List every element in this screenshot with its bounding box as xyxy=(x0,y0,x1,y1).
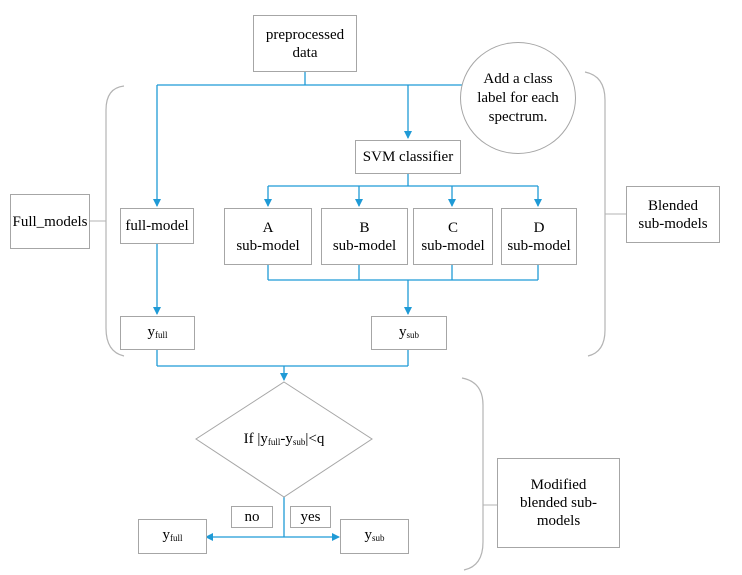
output-y-sub-box: ysub xyxy=(340,519,409,554)
decision-condition: If |yfull-ysub|<q xyxy=(214,430,354,451)
sub-model-c-letter: C xyxy=(447,219,458,236)
y-full-box: yfull xyxy=(120,316,195,350)
sub-model-c-label: sub-model xyxy=(421,237,485,254)
condition-y1: y xyxy=(260,431,268,447)
modified-bracket xyxy=(461,377,484,571)
output-y-sub-var: y xyxy=(364,527,372,543)
decision-diamond xyxy=(195,381,373,498)
sub-model-a-label: sub-model xyxy=(236,237,300,254)
full-model-label: full-model xyxy=(125,218,189,234)
y-full-text: yfull xyxy=(148,323,168,344)
y-full-var: y xyxy=(147,323,156,340)
full-models-group-box: Full_models xyxy=(10,194,90,249)
sub-model-b-label: sub-model xyxy=(332,237,397,254)
y-sub-subscript: sub xyxy=(406,329,419,340)
sub-model-b-box: B sub-model xyxy=(321,208,408,265)
sub-model-a-box: A sub-model xyxy=(224,208,312,265)
modified-group-box: Modified blended sub-models xyxy=(497,458,620,548)
output-y-full-subscript: full xyxy=(170,533,183,543)
modified-group-label: Modified blended sub-models xyxy=(519,477,598,529)
sub-model-d-letter: D xyxy=(533,219,545,236)
svm-classifier-box: SVM classifier xyxy=(355,140,461,174)
condition-suffix: |<q xyxy=(305,431,325,447)
y-sub-box: ysub xyxy=(371,316,447,350)
branch-yes-label: yes xyxy=(290,506,331,528)
condition-y2: y xyxy=(285,431,293,447)
output-y-full-box: yfull xyxy=(138,519,207,554)
output-y-sub-subscript: sub xyxy=(371,533,385,543)
condition-prefix: If | xyxy=(243,431,261,447)
class-label-note-text: Add a class label for each spectrum. xyxy=(477,70,559,125)
blended-group-box: Blended sub-models xyxy=(626,186,720,243)
condition-sub1: full xyxy=(267,437,281,447)
branch-no-label: no xyxy=(231,506,273,528)
svm-classifier-label: SVM classifier xyxy=(362,149,454,165)
blended-bracket xyxy=(584,71,606,357)
condition-dash: - xyxy=(280,431,286,447)
full-model-box: full-model xyxy=(120,208,194,244)
preprocessed-data-box: preprocessed data xyxy=(253,15,357,72)
class-label-note: Add a class label for each spectrum. xyxy=(460,42,576,154)
sub-model-b-letter: B xyxy=(359,219,370,236)
output-y-full-var: y xyxy=(162,527,171,543)
branch-no-text: no xyxy=(244,509,260,525)
sub-model-c-box: C sub-model xyxy=(413,208,493,265)
preprocessed-data-label: preprocessed data xyxy=(265,26,345,61)
y-sub-text: ysub xyxy=(399,323,419,344)
sub-model-d-box: D sub-model xyxy=(501,208,577,265)
y-sub-var: y xyxy=(398,323,407,340)
condition-sub2: sub xyxy=(292,437,306,447)
sub-model-d-label: sub-model xyxy=(507,237,571,254)
full-models-group-label: Full_models xyxy=(12,213,88,230)
full-models-bracket xyxy=(105,85,125,357)
y-full-subscript: full xyxy=(155,329,168,340)
sub-model-a-letter: A xyxy=(262,219,274,236)
branch-yes-text: yes xyxy=(300,509,321,525)
output-y-full-text: yfull xyxy=(163,526,183,547)
output-y-sub-text: ysub xyxy=(364,526,384,547)
blended-group-label: Blended sub-models xyxy=(638,197,708,232)
